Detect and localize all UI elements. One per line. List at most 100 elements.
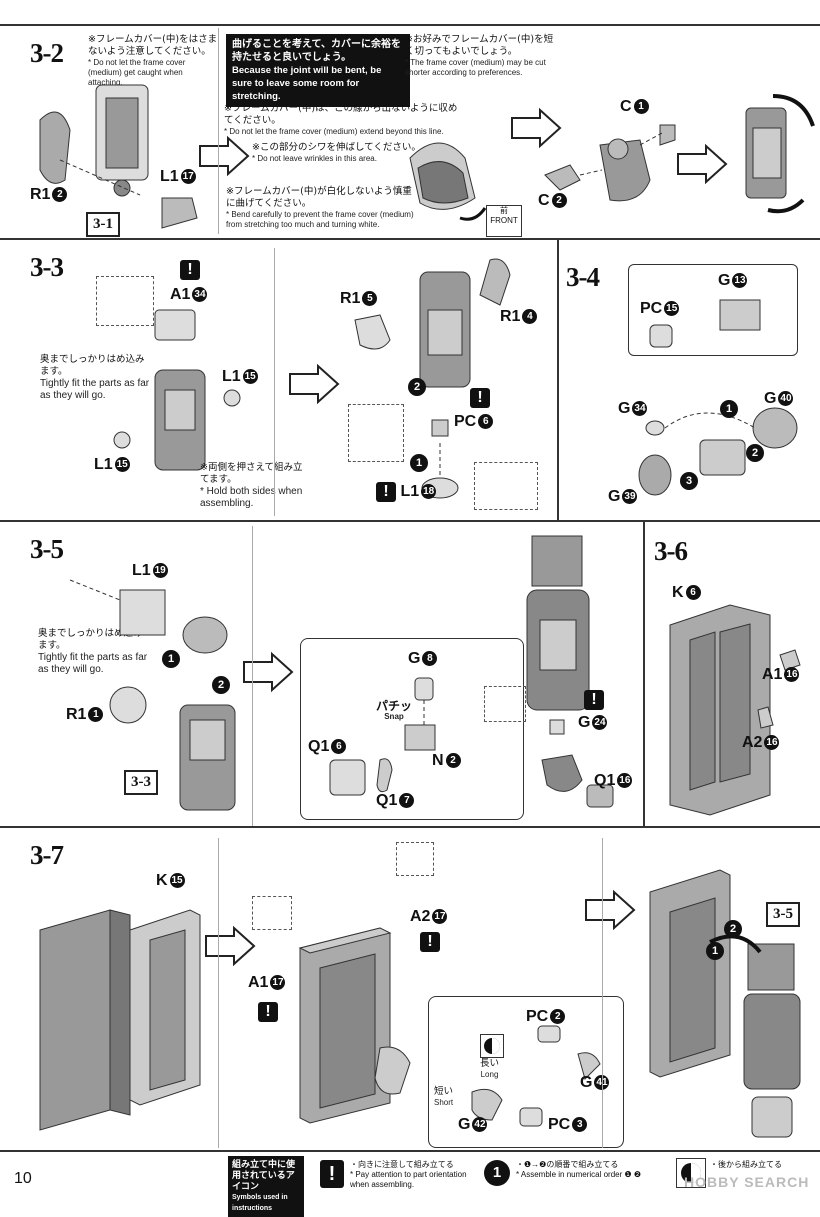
front-jp: 前	[500, 206, 508, 215]
order-step-1-icon: 1	[410, 454, 428, 472]
note-cut-shorter: ※お好みでフレームカバー(中)を短く切ってもよいでしょう。 * The fram…	[405, 34, 555, 78]
box-jp: 曲げることを考えて、カバーに余裕を持たせると良いでしょう。	[232, 39, 401, 63]
note-jp: ※フレームカバー(中)が白化しないよう慎重に曲げてください。	[226, 186, 412, 209]
row-divider-2	[0, 520, 820, 522]
long-note: 長い Long	[480, 1058, 499, 1080]
bent-elbow-illustration	[745, 94, 815, 214]
order-step-1-icon: 1	[720, 400, 738, 418]
page-number: 10	[14, 1170, 32, 1187]
row-divider-4	[0, 1150, 820, 1152]
part-number-badge: 40	[778, 391, 794, 407]
short-en: Short	[434, 1098, 454, 1107]
step-arrow-right-icon	[585, 889, 636, 931]
part-number-badge: 19	[152, 563, 168, 579]
note-jp: ※この部分のシワを伸ばしてください。	[252, 142, 421, 153]
legend-warning-text: ・向きに注意して組み立てる * Pay attention to part or…	[350, 1160, 470, 1190]
detail-callout-a1	[252, 896, 292, 930]
note-jp: ※フレームカバー(中)は、この線から出ないように収めてください。	[224, 103, 458, 126]
order-step-3-icon: 3	[680, 472, 698, 490]
detail-callout-g13	[628, 264, 798, 356]
part-number-badge: 18	[421, 484, 437, 500]
part-number-badge: 6	[478, 414, 494, 430]
col-divider-3-5	[252, 526, 253, 826]
part-number-badge: 1	[633, 99, 649, 115]
box-en: Because the joint will be bent, be sure …	[232, 65, 382, 102]
frame-cover-k15-illustration	[39, 909, 201, 1131]
final-arm-illustration	[649, 869, 801, 1138]
frame-cover-assembly-illustration	[298, 927, 411, 1124]
orientation-warning-icon: !	[320, 1160, 344, 1188]
step-number-3-2: 3-2	[30, 38, 64, 68]
step-number-3-6: 3-6	[654, 536, 688, 566]
note-jp: 奥までしっかりはめ込みます。	[40, 354, 145, 377]
col-divider-3-7b	[602, 838, 603, 1148]
orientation-warning-icon: !	[258, 1002, 278, 1022]
step-number-3-7: 3-7	[30, 840, 64, 870]
part-number-badge: 17	[432, 909, 448, 925]
order-step-2-icon: 2	[724, 920, 742, 938]
hobby-search-watermark: HOBBY SEARCH	[684, 1174, 810, 1190]
part-number-badge: 2	[52, 187, 68, 203]
col-divider-3-3	[274, 248, 275, 516]
order-step-2-icon: 2	[746, 444, 764, 462]
note-jp: ※お好みでフレームカバー(中)を短く切ってもよいでしょう。	[405, 34, 554, 57]
note-jp: 奥までしっかりはめ込みます。	[38, 628, 143, 651]
warn-en: * Pay attention to part orientation when…	[350, 1170, 467, 1189]
note-frame-cover-caught: ※フレームカバー(中)をはさまないよう注意してください。 * Do not le…	[88, 34, 218, 88]
legend-back-text: ・後から組み立てる	[710, 1160, 782, 1169]
part-number-badge: 16	[617, 773, 633, 789]
frame-arm-illustration	[39, 84, 198, 229]
order-step-2-icon: 2	[212, 676, 230, 694]
order-en: * Assemble in numerical order ❶ ❷	[516, 1170, 642, 1179]
front-en: FRONT	[490, 216, 518, 225]
snap-note: パチッ Snap	[376, 700, 412, 722]
part-number-badge: 15	[664, 301, 680, 317]
part-number-badge: 17	[180, 169, 196, 185]
row-divider-1	[0, 238, 820, 240]
snap-en: Snap	[384, 712, 404, 721]
note-en: * Hold both sides when assembling.	[200, 486, 303, 509]
reference-step-3-3: 3-3	[124, 770, 158, 795]
part-number-badge: 16	[764, 735, 780, 751]
half-circle-icon	[484, 1038, 500, 1054]
part-number-badge: 4	[522, 309, 538, 325]
note-beyond-line: ※フレームカバー(中)は、この線から出ないように収めてください。 * Do no…	[224, 103, 464, 137]
step-arrow-right-icon	[243, 651, 294, 693]
order-step-1-icon: 1	[706, 942, 724, 960]
part-number-badge: 15	[114, 457, 130, 473]
elbow-detail-parts-illustration	[471, 1025, 601, 1127]
detail-callout-l1	[474, 462, 538, 510]
fit-tightly-note: 奥までしっかりはめ込みます。 Tightly fit the parts as …	[38, 628, 148, 676]
step-number-3-5: 3-5	[30, 534, 64, 564]
reference-step-3-1: 3-1	[86, 212, 120, 237]
hold-both-sides-note: ※両側を押さえて組み立てます。 * Hold both sides when a…	[200, 462, 310, 510]
front-indicator: 前 FRONT	[486, 205, 522, 237]
top-border	[0, 24, 820, 26]
step-arrow-right-icon	[289, 363, 340, 405]
note-en: Tightly fit the parts as far as they wil…	[40, 378, 150, 401]
half-circle-icon	[681, 1163, 701, 1183]
step-number-3-4: 3-4	[566, 262, 600, 292]
col-divider-1	[557, 240, 559, 520]
elbow-joint-illustration	[544, 124, 676, 202]
bent-joint-illustration	[409, 142, 487, 221]
warn-jp: ・向きに注意して組み立てる	[350, 1160, 454, 1169]
note-en: * The frame cover (medium) may be cut sh…	[405, 58, 546, 77]
